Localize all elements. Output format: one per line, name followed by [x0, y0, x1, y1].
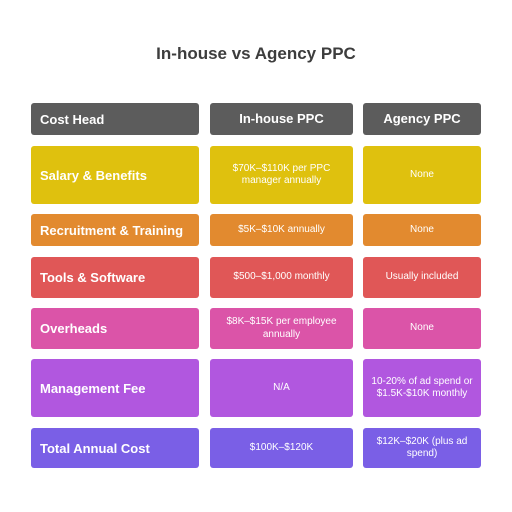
row-agency-overheads: None: [363, 308, 481, 349]
row-head-total: Total Annual Cost: [31, 428, 199, 468]
row-agency-salary: None: [363, 146, 481, 204]
row-agency-total: $12K–$20K (plus ad spend): [363, 428, 481, 468]
row-head-salary: Salary & Benefits: [31, 146, 199, 204]
row-inhouse-overheads: $8K–$15K per employee annually: [210, 308, 353, 349]
row-head-overheads: Overheads: [31, 308, 199, 349]
row-agency-recruitment: None: [363, 214, 481, 246]
header-inhouse-ppc: In-house PPC: [210, 103, 353, 135]
header-cost-head: Cost Head: [31, 103, 199, 135]
row-inhouse-salary: $70K–$110K per PPC manager annually: [210, 146, 353, 204]
row-inhouse-tools: $500–$1,000 monthly: [210, 257, 353, 298]
row-head-recruitment: Recruitment & Training: [31, 214, 199, 246]
row-agency-tools: Usually included: [363, 257, 481, 298]
header-agency-ppc: Agency PPC: [363, 103, 481, 135]
row-inhouse-recruitment: $5K–$10K annually: [210, 214, 353, 246]
row-head-tools: Tools & Software: [31, 257, 199, 298]
row-agency-management-fee: 10-20% of ad spend or $1.5K-$10K monthly: [363, 359, 481, 417]
page-title: In-house vs Agency PPC: [156, 44, 356, 63]
row-inhouse-total: $100K–$120K: [210, 428, 353, 468]
row-inhouse-management-fee: N/A: [210, 359, 353, 417]
row-head-management-fee: Management Fee: [31, 359, 199, 417]
